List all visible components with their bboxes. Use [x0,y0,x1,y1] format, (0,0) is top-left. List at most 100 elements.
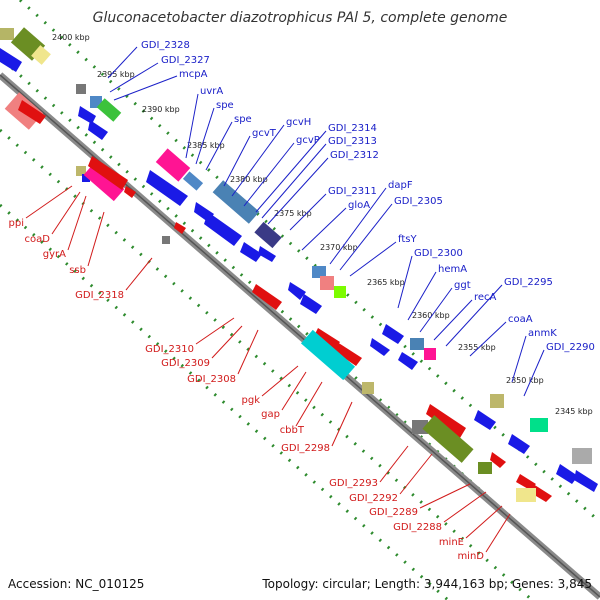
gene-label[interactable]: ggt [454,280,471,291]
gene-label[interactable]: GDI_2292 [349,493,398,504]
gene-label[interactable]: uvrA [200,86,223,97]
gene-feature [478,462,492,474]
gene-label[interactable]: gyrA [43,249,66,260]
gene-feature [526,482,552,502]
reverse-gene-labels: ppi coaD gyrA ssb GDI_2318 GDI_2310 GDI_… [9,218,485,562]
gene-label[interactable]: GDI_2309 [161,358,210,369]
kbp-tick-label: 2370 kbp [320,243,358,252]
gene-feature [174,222,186,234]
accession-text: Accession: NC_010125 [8,577,144,591]
gene-feature [412,420,428,434]
gene-label[interactable]: GDI_2305 [394,196,443,207]
gene-label[interactable]: GDI_2300 [414,248,463,259]
gene-label[interactable]: anmK [528,328,557,339]
gene-label[interactable]: cbbT [280,425,305,436]
gene-feature [370,338,390,356]
gene-feature [362,382,374,394]
gene-label[interactable]: GDI_2298 [281,443,330,454]
gene-label[interactable]: pgk [242,395,261,406]
gene-feature [252,284,282,310]
gene-feature [320,276,334,290]
gene-label[interactable]: GDI_2318 [75,290,124,301]
gene-label[interactable]: GDI_2313 [328,136,377,147]
gene-feature [556,464,578,484]
kbp-tick-label: 2380 kbp [230,175,268,184]
gene-feature [410,338,424,350]
gene-label[interactable]: minE [439,537,464,548]
gene-feature [288,282,306,300]
gene-feature [530,418,548,432]
outer-dotted-ring [18,0,600,524]
gene-feature [424,348,436,360]
gene-label[interactable]: GDI_2308 [187,374,236,385]
gene-feature [83,162,125,202]
gene-label[interactable]: GDI_2312 [330,150,379,161]
forward-leader-lines [107,46,545,397]
gene-label[interactable]: GDI_2295 [504,277,553,288]
gene-feature [330,340,362,366]
gene-feature [516,488,536,502]
gene-feature [31,45,51,65]
kbp-tick-label: 2390 kbp [142,105,180,114]
gene-label[interactable]: GDI_2327 [161,55,210,66]
gene-feature [212,180,260,224]
gene-feature [490,394,504,408]
kbp-tick-labels: 2400 kbp 2395 kbp 2390 kbp 2385 kbp 2380… [52,33,593,416]
gene-feature [0,48,22,72]
gene-label[interactable]: recA [474,292,497,303]
gene-label[interactable]: gcvT [252,128,277,139]
gene-feature [76,166,86,176]
gene-label[interactable]: GDI_2310 [145,344,194,355]
gene-label[interactable]: GDI_2311 [328,186,377,197]
gene-feature [0,28,14,40]
gene-feature [76,84,86,94]
gene-label[interactable]: hemA [438,264,467,275]
kbp-tick-label: 2400 kbp [52,33,90,42]
gene-label[interactable]: GDI_2290 [546,342,595,353]
topology-summary-text: Topology: circular; Length: 3,944,163 bp… [261,577,592,591]
gene-feature [312,266,326,278]
gene-label[interactable]: GDI_2288 [393,522,442,533]
gene-feature [572,448,592,464]
gene-label[interactable]: gcvP [296,135,320,146]
gene-label[interactable]: gap [261,409,280,420]
genome-backbone-core [0,74,600,598]
gene-feature [124,186,136,198]
gene-label[interactable]: coaA [508,314,533,325]
gene-feature [88,120,108,140]
gene-label[interactable]: spe [234,114,252,125]
kbp-tick-label: 2375 kbp [274,209,312,218]
gene-label[interactable]: GDI_2289 [369,507,418,518]
gene-feature [204,212,242,246]
reverse-leader-lines [25,185,511,553]
gene-feature [422,415,474,463]
gene-label[interactable]: GDI_2314 [328,123,377,134]
kbp-tick-label: 2385 kbp [187,141,225,150]
gene-feature [82,174,90,182]
gene-feature [162,236,170,244]
gene-label[interactable]: gcvH [286,117,311,128]
gene-label[interactable]: ppi [9,218,24,229]
gene-feature [474,410,496,430]
kbp-tick-label: 2355 kbp [458,343,496,352]
gene-label[interactable]: ssb [69,265,86,276]
gene-feature [146,170,188,206]
gene-label[interactable]: spe [216,100,234,111]
map-title: Gluconacetobacter diazotrophicus PAl 5, … [93,10,508,26]
gene-label[interactable]: GDI_2293 [329,478,378,489]
gene-feature [398,352,418,370]
gene-feature [574,470,598,492]
gene-label[interactable]: gloA [348,200,370,211]
gene-feature [240,242,262,262]
gene-label[interactable]: minD [457,551,484,562]
gene-feature [334,286,346,298]
reverse-strand-genes [4,92,552,502]
gene-label[interactable]: mcpA [179,69,208,80]
gene-feature [88,156,128,190]
gene-feature [155,148,191,182]
gene-label[interactable]: GDI_2328 [141,40,190,51]
gene-label[interactable]: coaD [25,234,51,245]
gene-label[interactable]: ftsY [398,234,417,245]
gene-label[interactable]: dapF [388,180,413,191]
